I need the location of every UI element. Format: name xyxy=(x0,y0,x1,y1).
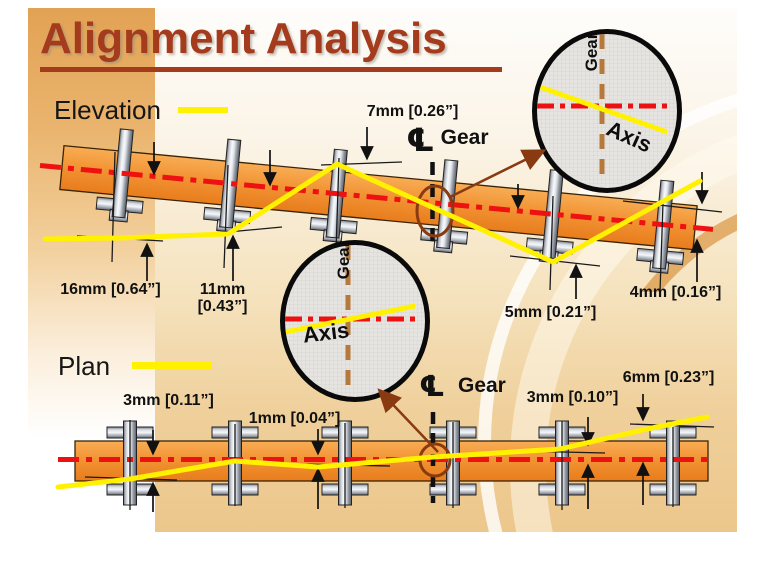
measurement-elev-4mm: 4mm [0.16”] xyxy=(629,284,722,301)
measurement-plan-3mm-right: 3mm [0.10”] xyxy=(526,389,619,406)
slide-title: Alignment Analysis xyxy=(40,15,502,73)
inset-middle-drawing xyxy=(285,245,415,387)
gear-axis-inset-middle xyxy=(280,240,430,402)
plan-gear-callout: ℄ Gear xyxy=(419,372,506,401)
inset-top-drawing xyxy=(537,34,667,178)
plan-legend-line xyxy=(132,362,212,369)
gear-label: Gear xyxy=(440,126,489,149)
dimension-arrows xyxy=(140,127,709,512)
measurement-elev-7mm: 7mm [0.26”] xyxy=(366,103,459,120)
measurement-plan-1mm: 1mm [0.04”] xyxy=(248,410,341,427)
elevation-shaft-group xyxy=(39,128,714,274)
centerline-symbol: ℄ xyxy=(406,121,435,159)
measurement-elev-11mm: 11mm [0.43”] xyxy=(150,281,295,315)
centerline-symbol: ℄ xyxy=(419,369,445,403)
elevation-gear-callout: ℄ Gear xyxy=(406,124,489,156)
plan-axis-polyline xyxy=(55,414,710,490)
inset-top-gear-label: Gear xyxy=(582,32,601,72)
elevation-gear-circle xyxy=(415,184,455,238)
connector-plan-to-inset xyxy=(377,388,439,453)
elevation-legend-line xyxy=(178,107,228,113)
measurement-plan-3mm-left: 3mm [0.11”] xyxy=(123,392,214,409)
measurement-elev-16mm: 16mm [0.64”] xyxy=(60,281,161,298)
elevation-view-label: Elevation xyxy=(54,95,161,125)
elevation-axis-polyline xyxy=(42,161,703,265)
measurement-plan-6mm: 6mm [0.23”] xyxy=(622,369,715,386)
elevation-centerline xyxy=(39,163,714,232)
plan-view-label: Plan xyxy=(58,351,111,381)
measurement-elev-5mm: 5mm [0.21”] xyxy=(504,304,597,321)
measurement-elev-11mm-line1: 11mm xyxy=(199,281,246,298)
measurement-elev-11mm-line2: [0.43”] xyxy=(197,298,248,315)
inset-middle-gear-label: Gear xyxy=(334,240,353,280)
gear-label: Gear xyxy=(457,374,506,397)
gear-axis-inset-top xyxy=(532,29,682,193)
connector-elevation-to-inset xyxy=(449,149,547,199)
